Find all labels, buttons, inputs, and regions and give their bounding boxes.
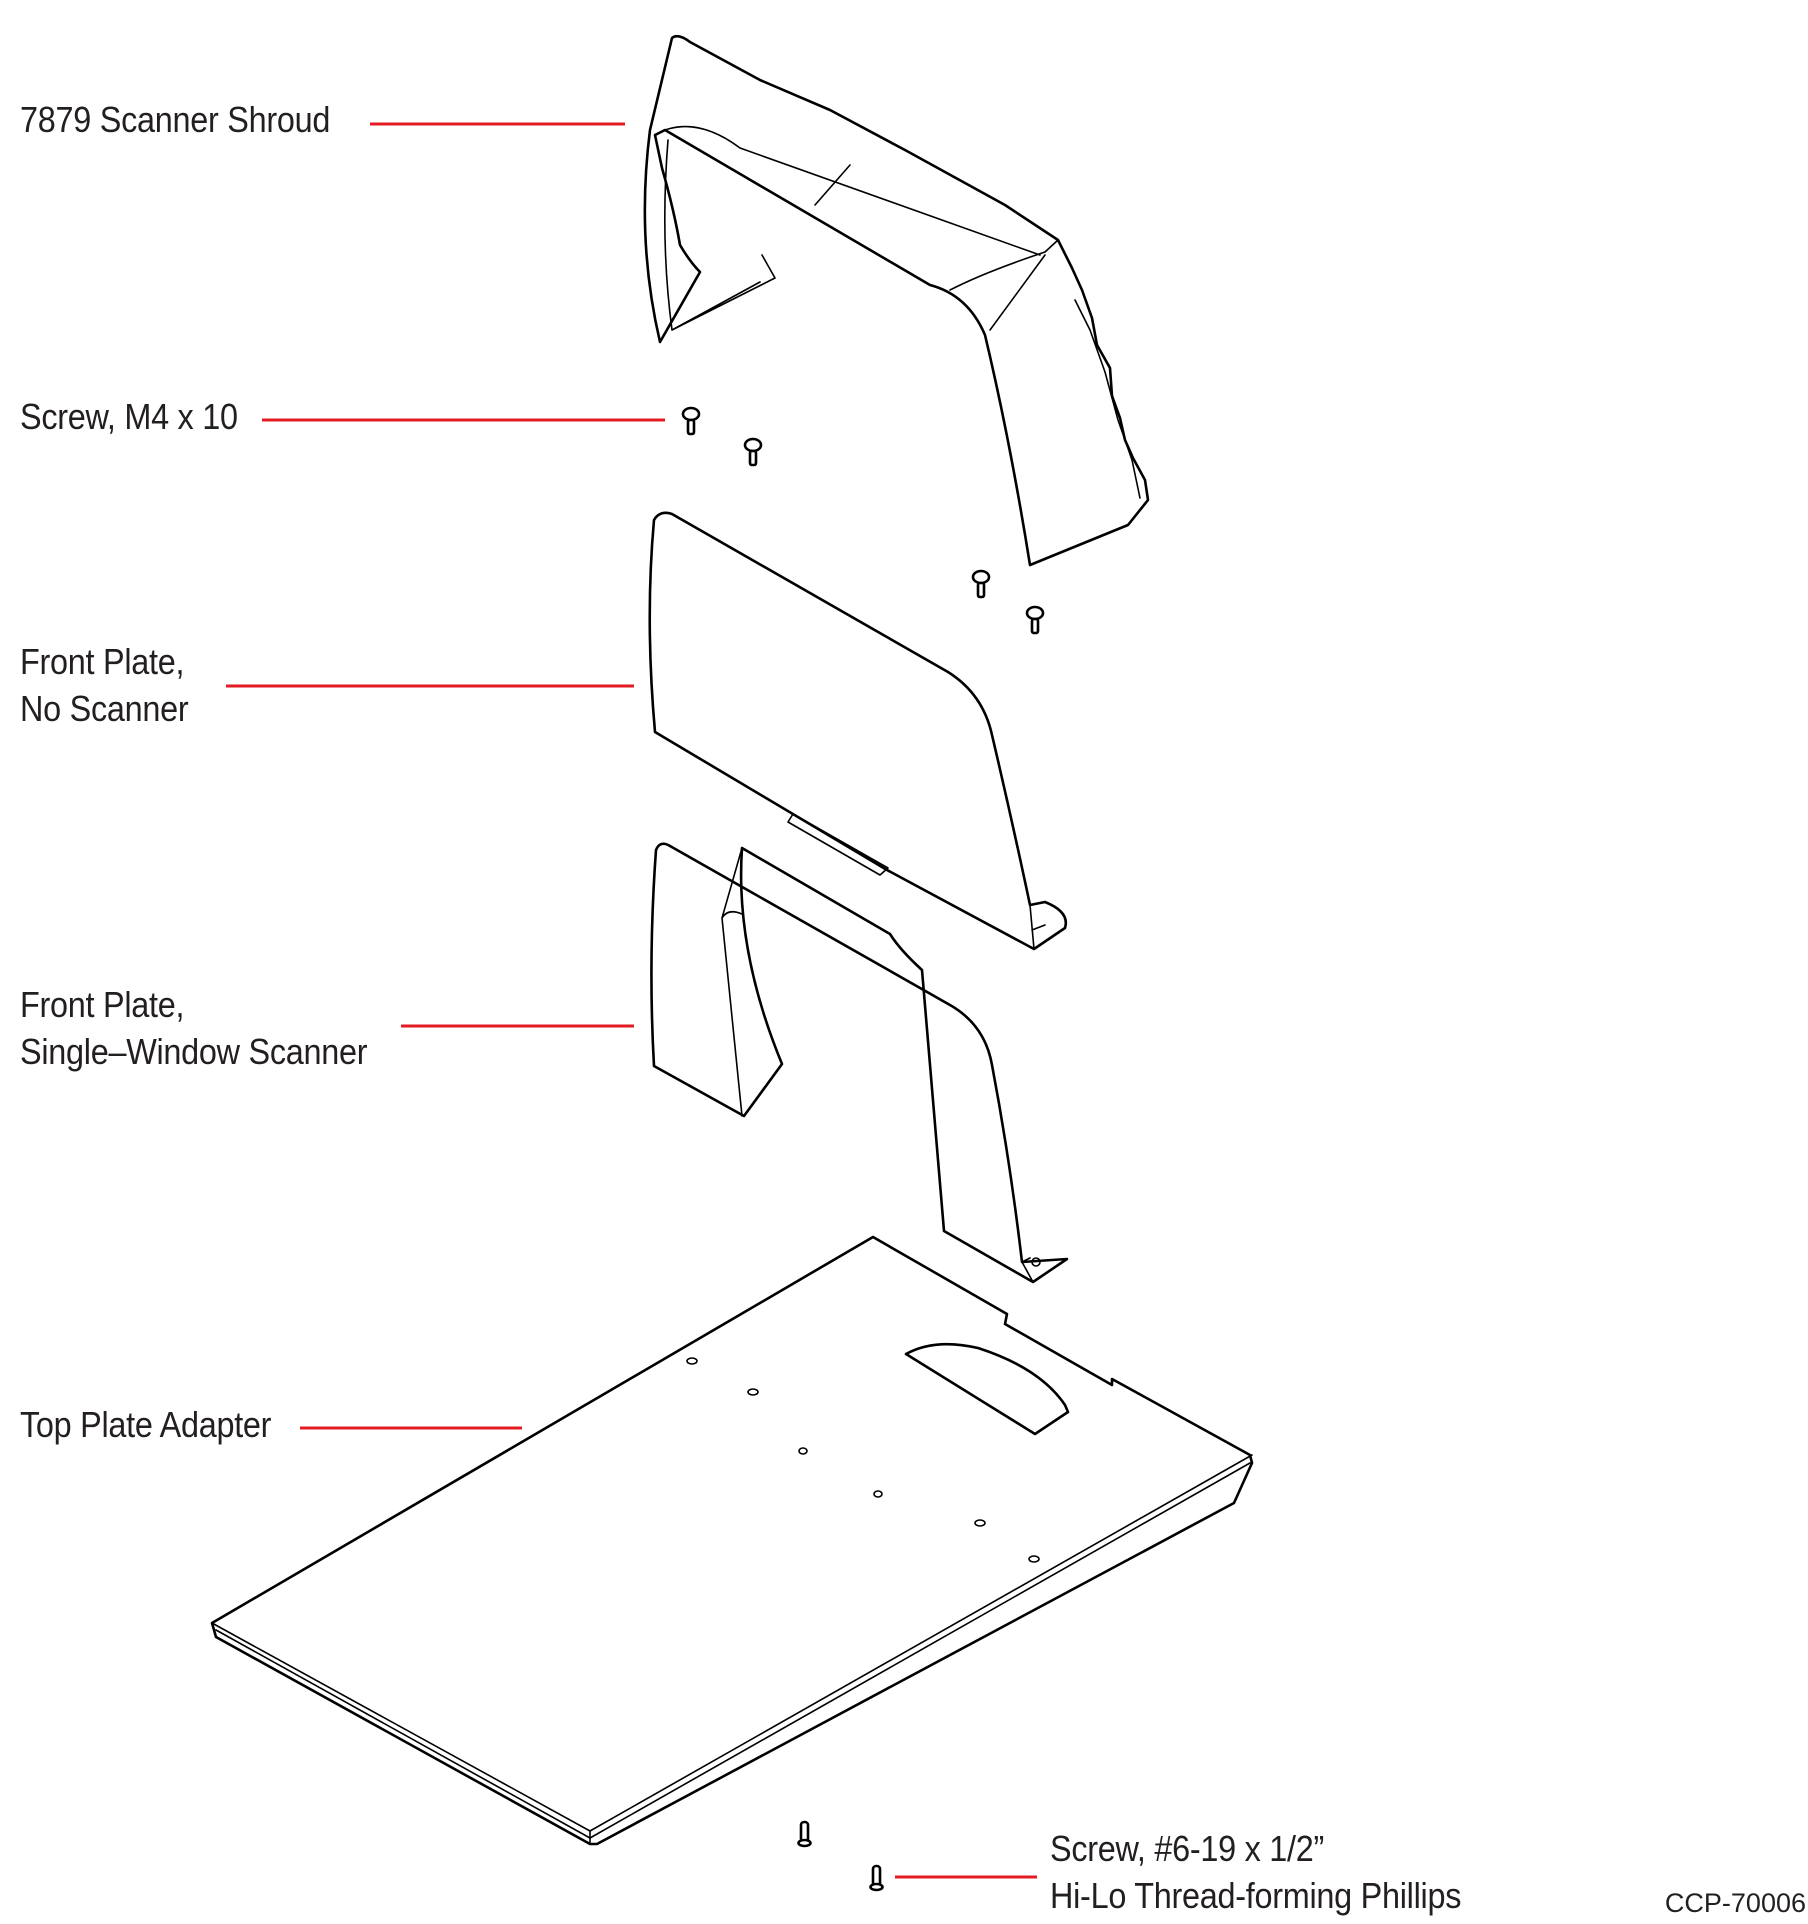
screw-m4-d (1025, 605, 1045, 635)
label-front-plate-no-scanner-line-1: Front Plate, (20, 641, 185, 682)
screw-m4-a (681, 406, 701, 436)
screw-hilo-a (797, 1820, 812, 1848)
top-plate-body (210, 1235, 1254, 1846)
label-screw-m4: Screw, M4 x 10 (20, 393, 238, 440)
label-front-plate-no-scanner: Front Plate, No Scanner (20, 638, 189, 732)
label-front-plate-single-window-line-2: Single–Window Scanner (20, 1031, 368, 1072)
label-screw-hilo: Screw, #6-19 x 1/2” Hi-Lo Thread-forming… (1050, 1825, 1461, 1919)
shroud-crease (814, 164, 1046, 331)
no-scanner-plate-tab (787, 813, 889, 876)
single-window-foot-hole (1031, 1257, 1041, 1267)
top-plate-cutout (904, 1342, 1070, 1436)
screws-m4 (681, 406, 1045, 635)
label-front-plate-single-window-line-1: Front Plate, (20, 984, 185, 1025)
label-screw-hilo-line-2: Hi-Lo Thread-forming Phillips (1050, 1875, 1462, 1916)
front-plate-single-window (650, 842, 1069, 1284)
screws-hilo (797, 1820, 884, 1892)
label-scanner-shroud: 7879 Scanner Shroud (20, 96, 330, 143)
label-screw-m4-line-1: Screw, M4 x 10 (20, 396, 238, 437)
no-scanner-plate-foot (1029, 904, 1046, 950)
screw-m4-b (743, 437, 763, 467)
document-id: CCP-70006 (1664, 1888, 1806, 1918)
scanner-shroud (643, 34, 1150, 567)
top-plate-holes (686, 1357, 1040, 1563)
leader-lines (226, 122, 1037, 1879)
front-plate-no-scanner (648, 511, 1068, 951)
shroud-top-edge (664, 125, 1059, 291)
single-window-plate-body (650, 842, 1069, 1284)
shroud-left-inner (664, 139, 776, 331)
label-screw-hilo-line-1: Screw, #6-19 x 1/2” (1050, 1828, 1325, 1869)
screw-hilo-b (869, 1864, 884, 1892)
single-window-foot (1021, 1257, 1034, 1283)
top-plate-adapter (210, 1235, 1254, 1846)
label-front-plate-no-scanner-line-2: No Scanner (20, 688, 189, 729)
label-top-plate-adapter-line-1: Top Plate Adapter (20, 1404, 272, 1445)
label-front-plate-single-window: Front Plate, Single–Window Scanner (20, 981, 368, 1075)
label-scanner-shroud-line-1: 7879 Scanner Shroud (20, 99, 331, 140)
shroud-right-inner (1074, 299, 1141, 499)
label-top-plate-adapter: Top Plate Adapter (20, 1401, 271, 1448)
screw-m4-c (971, 569, 991, 599)
no-scanner-plate-body (648, 511, 1068, 951)
single-window-inner-leg (721, 847, 743, 1117)
shroud-body (643, 34, 1150, 567)
